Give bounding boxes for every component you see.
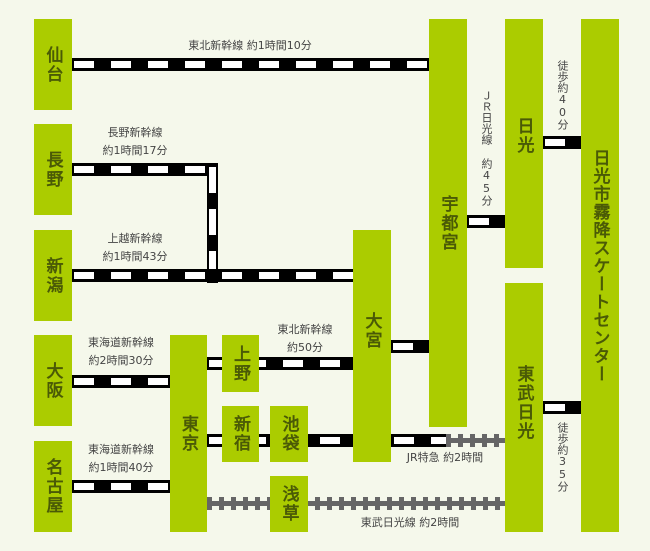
line-name: 上越新幹線 xyxy=(107,232,163,245)
travel-time: 約1時間40分 xyxy=(88,461,154,474)
station-label: 日光 xyxy=(513,117,534,155)
rail-joetsu xyxy=(72,269,353,282)
station-label: 大宮 xyxy=(361,312,382,350)
label-tokaido-nagoya: 東海道新幹線約1時間40分 xyxy=(72,441,170,477)
travel-time: 約50分 xyxy=(287,341,323,354)
label-jr-nikko: ＪＲ日光線 約45分 xyxy=(480,90,493,206)
rail-jr-nikko xyxy=(467,215,505,228)
label-tohoku-sendai: 東北新幹線 約1時間10分 xyxy=(188,39,312,52)
station-nagoya: 名古屋 xyxy=(34,441,72,532)
station-label: 長野 xyxy=(42,150,63,189)
station-ikebukuro: 池袋 xyxy=(270,406,308,462)
label-walk-nikko: 徒歩約40分 xyxy=(556,60,569,130)
station-tokyo: 東京 xyxy=(170,335,207,532)
rail-jr-express-tobu-section xyxy=(446,434,505,447)
station-label: 日光市霧降スケートセンター xyxy=(589,149,610,383)
station-ueno: 上野 xyxy=(222,335,259,392)
station-label: 大阪 xyxy=(42,361,63,400)
rail-nagano-vertical xyxy=(207,163,218,283)
station-tobu-nikko: 東武日光 xyxy=(505,283,543,532)
rail-tokaido-osaka xyxy=(72,375,170,388)
walk-path-tobu-nikko xyxy=(543,401,581,414)
station-label: 名古屋 xyxy=(42,458,63,515)
rail-nagano xyxy=(72,163,218,176)
label-jr-express: JR特急 約2時間 xyxy=(406,451,484,464)
station-label: 浅草 xyxy=(278,485,299,523)
label-nagano-line: 長野新幹線約1時間17分 xyxy=(80,124,190,160)
station-shinjuku: 新宿 xyxy=(222,406,259,462)
station-asakusa: 浅草 xyxy=(270,476,308,532)
station-label: 仙台 xyxy=(42,45,63,84)
station-label: 東武日光 xyxy=(513,365,534,441)
label-tohoku-omiya: 東北新幹線約50分 xyxy=(260,321,350,357)
travel-time: 約2時間30分 xyxy=(88,354,154,367)
line-name: 東海道新幹線 xyxy=(88,336,154,349)
destination-kirifuri-skate-center: 日光市霧降スケートセンター xyxy=(581,19,619,532)
label-tokaido-osaka: 東海道新幹線約2時間30分 xyxy=(72,334,170,370)
station-utsunomiya: 宇都宮 xyxy=(429,19,467,427)
line-name: 東北新幹線 xyxy=(277,323,333,336)
label-joetsu-line: 上越新幹線約1時間43分 xyxy=(80,230,190,266)
rail-tohoku-sendai xyxy=(72,58,429,71)
line-name: 長野新幹線 xyxy=(107,126,163,139)
station-label: 池袋 xyxy=(278,415,299,453)
station-label: 宇都宮 xyxy=(437,195,458,252)
line-name: 東海道新幹線 xyxy=(88,443,154,456)
station-label: 東京 xyxy=(178,414,198,453)
station-omiya: 大宮 xyxy=(353,230,391,462)
station-osaka: 大阪 xyxy=(34,335,72,426)
rail-tobu-nikko-line xyxy=(207,497,505,510)
station-nagano: 長野 xyxy=(34,124,72,215)
station-niigata: 新潟 xyxy=(34,230,72,321)
label-walk-tobu: 徒歩約35分 xyxy=(556,422,569,492)
label-tobu-line: 東武日光線 約2時間 xyxy=(360,516,460,529)
walk-path-nikko xyxy=(543,136,581,149)
station-nikko: 日光 xyxy=(505,19,543,268)
travel-time: 約1時間17分 xyxy=(102,144,168,157)
rail-omiya-utsunomiya xyxy=(391,340,429,353)
station-sendai: 仙台 xyxy=(34,19,72,110)
travel-time: 約1時間43分 xyxy=(102,250,168,263)
station-label: 新宿 xyxy=(230,415,250,453)
rail-tokaido-nagoya xyxy=(72,480,170,493)
station-label: 新潟 xyxy=(42,256,63,295)
station-label: 上野 xyxy=(230,344,250,383)
